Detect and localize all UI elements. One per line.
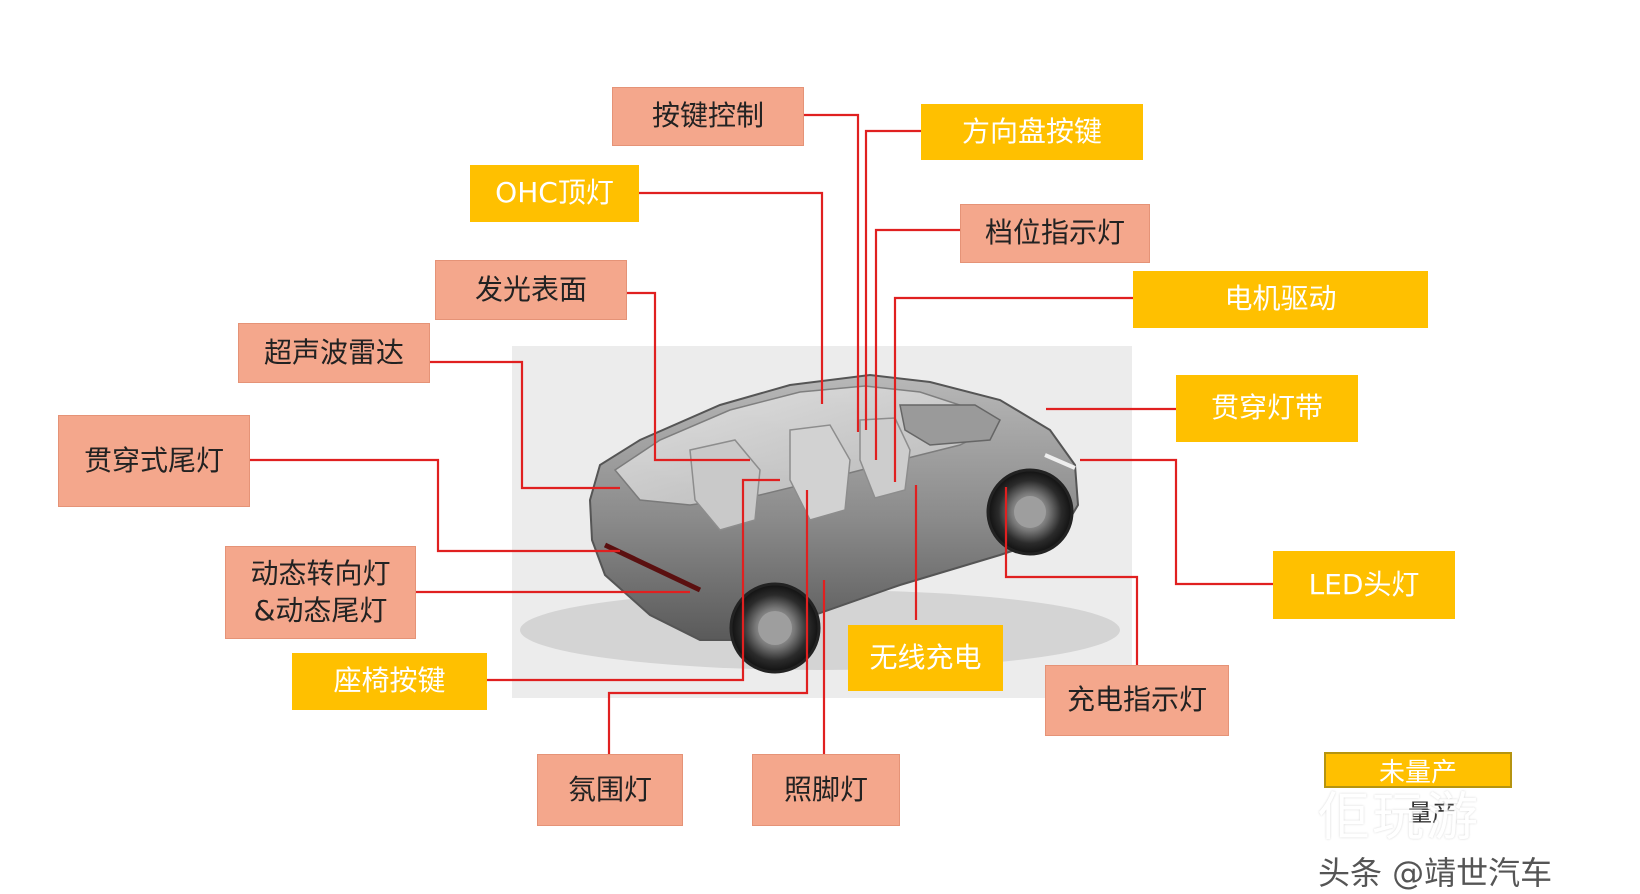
leader-zuoyi bbox=[487, 478, 780, 682]
leader-dangwei bbox=[874, 228, 960, 460]
leader-fenwei bbox=[607, 490, 809, 754]
label-dianji: 电机驱动 bbox=[1133, 271, 1428, 328]
leader-weideng bbox=[250, 458, 620, 553]
car-rear-hub bbox=[758, 611, 792, 645]
label-wuxian: 无线充电 bbox=[848, 625, 1003, 691]
leader-ohc bbox=[639, 191, 824, 404]
car-tail-lamp bbox=[603, 542, 702, 593]
label-weideng: 贯穿式尾灯 bbox=[58, 415, 250, 507]
legend-unproduced: 未量产 bbox=[1324, 752, 1512, 788]
leader-faguang bbox=[627, 291, 750, 462]
car-front-hub bbox=[1014, 496, 1046, 528]
label-chongdian: 充电指示灯 bbox=[1045, 665, 1229, 736]
leader-led bbox=[1080, 458, 1273, 586]
label-ohc: OHC顶灯 bbox=[470, 165, 639, 222]
label-dongtai-line2: &动态尾灯 bbox=[253, 593, 388, 627]
legend-produced: 量产 bbox=[1408, 799, 1456, 827]
label-dongtai: 动态转向灯 &动态尾灯 bbox=[225, 546, 416, 639]
label-dangwei: 档位指示灯 bbox=[960, 204, 1150, 263]
label-zhaojiao: 照脚灯 bbox=[752, 754, 900, 826]
leader-dianji bbox=[893, 296, 1133, 482]
car-seat-front-left bbox=[789, 424, 851, 521]
leader-chongdian bbox=[1004, 487, 1139, 665]
leader-fangxiangpan bbox=[864, 129, 921, 430]
car-headlamp bbox=[1044, 453, 1076, 470]
leader-anjian-kongzhi bbox=[804, 113, 860, 432]
label-faguang: 发光表面 bbox=[435, 260, 627, 320]
label-guanchuan-dengdai: 贯穿灯带 bbox=[1176, 375, 1358, 442]
label-fangxiangpan: 方向盘按键 bbox=[921, 104, 1143, 160]
label-zuoyi: 座椅按键 bbox=[292, 653, 487, 710]
car-dashboard bbox=[899, 404, 1001, 446]
leader-chaosheng bbox=[430, 360, 620, 490]
leader-lines bbox=[250, 113, 1273, 754]
diagram-canvas: 按键控制 方向盘按键 OHC顶灯 档位指示灯 发光表面 电机驱动 超声波雷达 贯… bbox=[58, 87, 1552, 892]
label-fenwei: 氛围灯 bbox=[537, 754, 683, 826]
watermark-credit: 头条 @靖世汽车 bbox=[1318, 854, 1553, 892]
watermark-main: 佢玩游 bbox=[1318, 788, 1481, 848]
label-chaosheng: 超声波雷达 bbox=[238, 323, 430, 383]
label-led: LED头灯 bbox=[1273, 551, 1455, 619]
label-dongtai-line1: 动态转向灯 bbox=[250, 557, 391, 591]
label-anjian-kongzhi: 按键控制 bbox=[612, 87, 804, 146]
